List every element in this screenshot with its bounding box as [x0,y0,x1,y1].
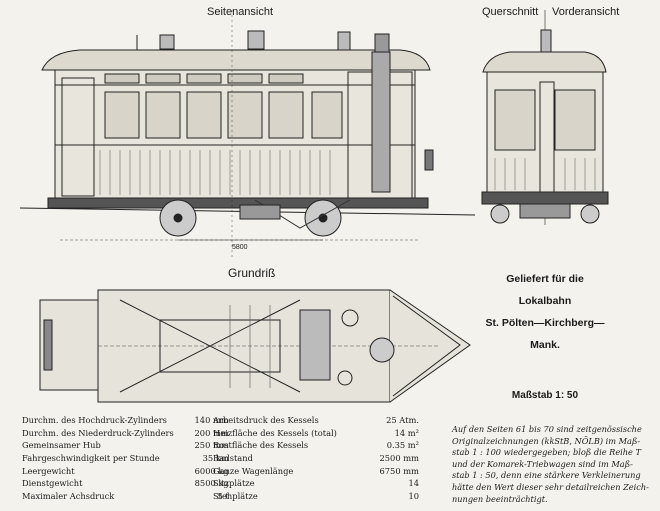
spec-value: 35 km [202,453,229,464]
table-row: Durchm. des Hochdruck-Zylinders 140 mm [22,414,229,427]
delivery-line: Mank. [530,339,560,351]
spec-label: Dienstgewicht [22,478,83,489]
spec-label: Stehplätze [213,490,258,501]
spec-value: 6000 kg [194,465,229,476]
delivery-line: Lokalbahn [518,295,572,307]
table-row: Leergewicht 6000 kg [22,464,229,477]
side-view-label: Seitenansicht [207,6,274,18]
spec-value: 10 [408,490,419,501]
spec-label: Leergewicht [22,465,75,476]
table-row: Ganze Wagenlänge 6750 mm [213,464,419,477]
spec-label: Heizfläche des Kessels (total) [213,427,337,438]
table-row: Sitzplätze 14 [213,477,419,490]
spec-value: 140 mm [194,415,229,426]
spec-label: Maximaler Achsdruck [22,490,115,501]
caption-note: Auf den Seiten 61 bis 70 sind zeitgenöss… [452,424,656,505]
spec-value: 200 mm [194,427,229,438]
note-line: Auf den Seiten 61 bis 70 sind zeitgenöss… [452,424,642,434]
plan-label: Grundriß [228,266,276,280]
note-line: stab 1 : 100 wiedergegeben; bloß die Rei… [452,447,641,458]
note-line: nungen beeinträchtigt. [452,493,548,504]
front-view-label: Vorderansicht [552,6,620,18]
spec-label: Gemeinsamer Hub [22,440,101,451]
spec-value: 14 [408,478,419,489]
spec-value: 5 t [217,490,229,501]
spec-label: Sitzplätze [213,478,255,489]
spec-label: Rostfläche des Kessels [213,440,309,451]
table-row: Maximaler Achsdruck 5 t [22,490,229,503]
spec-label: Arbeitsdruck des Kessels [213,415,319,426]
table-row: Radstand 2500 mm [213,452,419,465]
table-row: Heizfläche des Kessels (total) 14 m² [213,427,419,440]
spec-value: 0.35 m² [386,440,419,451]
spec-value: 250 mm [194,440,229,451]
delivery-line: St. Pölten—Kirchberg— [485,317,605,329]
note-line: stab 1 : 50, denn eine stärkere Verklein… [452,470,641,481]
delivery-caption: Geliefert für die Lokalbahn St. Pölten—K… [470,268,620,356]
specs-table-right: Arbeitsdruck des Kessels 25 Atm. Heizfläc… [213,414,419,502]
note-line: hätte den Wert dieser sehr detailreichen… [452,481,649,492]
specs-table-left: Durchm. des Hochdruck-Zylinders 140 mm Du… [22,414,229,502]
table-row: Durchm. des Niederdruck-Zylinders 200 mm [22,427,229,440]
spec-label: Durchm. des Niederdruck-Zylinders [22,427,174,438]
spec-label: Durchm. des Hochdruck-Zylinders [22,415,167,426]
note-line: und der Komarek-Triebwagen sind im Maß- [452,458,633,469]
table-row: Dienstgewicht 8500 kg [22,477,229,490]
spec-value: 2500 mm [379,453,420,464]
dimension-label: 5800 [232,244,248,251]
spec-label: Radstand [213,453,253,464]
scale-label: Maßstab 1: 50 [511,390,579,401]
table-row: Fahrgeschwindigkeit per Stunde 35 km [22,452,229,465]
table-row: Rostfläche des Kessels 0.35 m² [213,439,419,452]
spec-value: 14 m² [394,427,419,438]
spec-label: Fahrgeschwindigkeit per Stunde [22,453,160,464]
note-line: Originalzeichnungen (kkStB, NÖLB) im Maß… [452,435,641,446]
spec-label: Ganze Wagenlänge [213,465,294,476]
delivery-line: Geliefert für die [506,273,584,285]
table-row: Arbeitsdruck des Kessels 25 Atm. [213,414,419,427]
table-row: Gemeinsamer Hub 250 mm [22,439,229,452]
spec-value: 6750 mm [379,465,420,476]
table-row: Stehplätze 10 [213,490,419,503]
cross-section-label: Querschnitt [482,6,539,18]
spec-value: 25 Atm. [386,415,419,426]
spec-value: 8500 kg [194,478,229,489]
